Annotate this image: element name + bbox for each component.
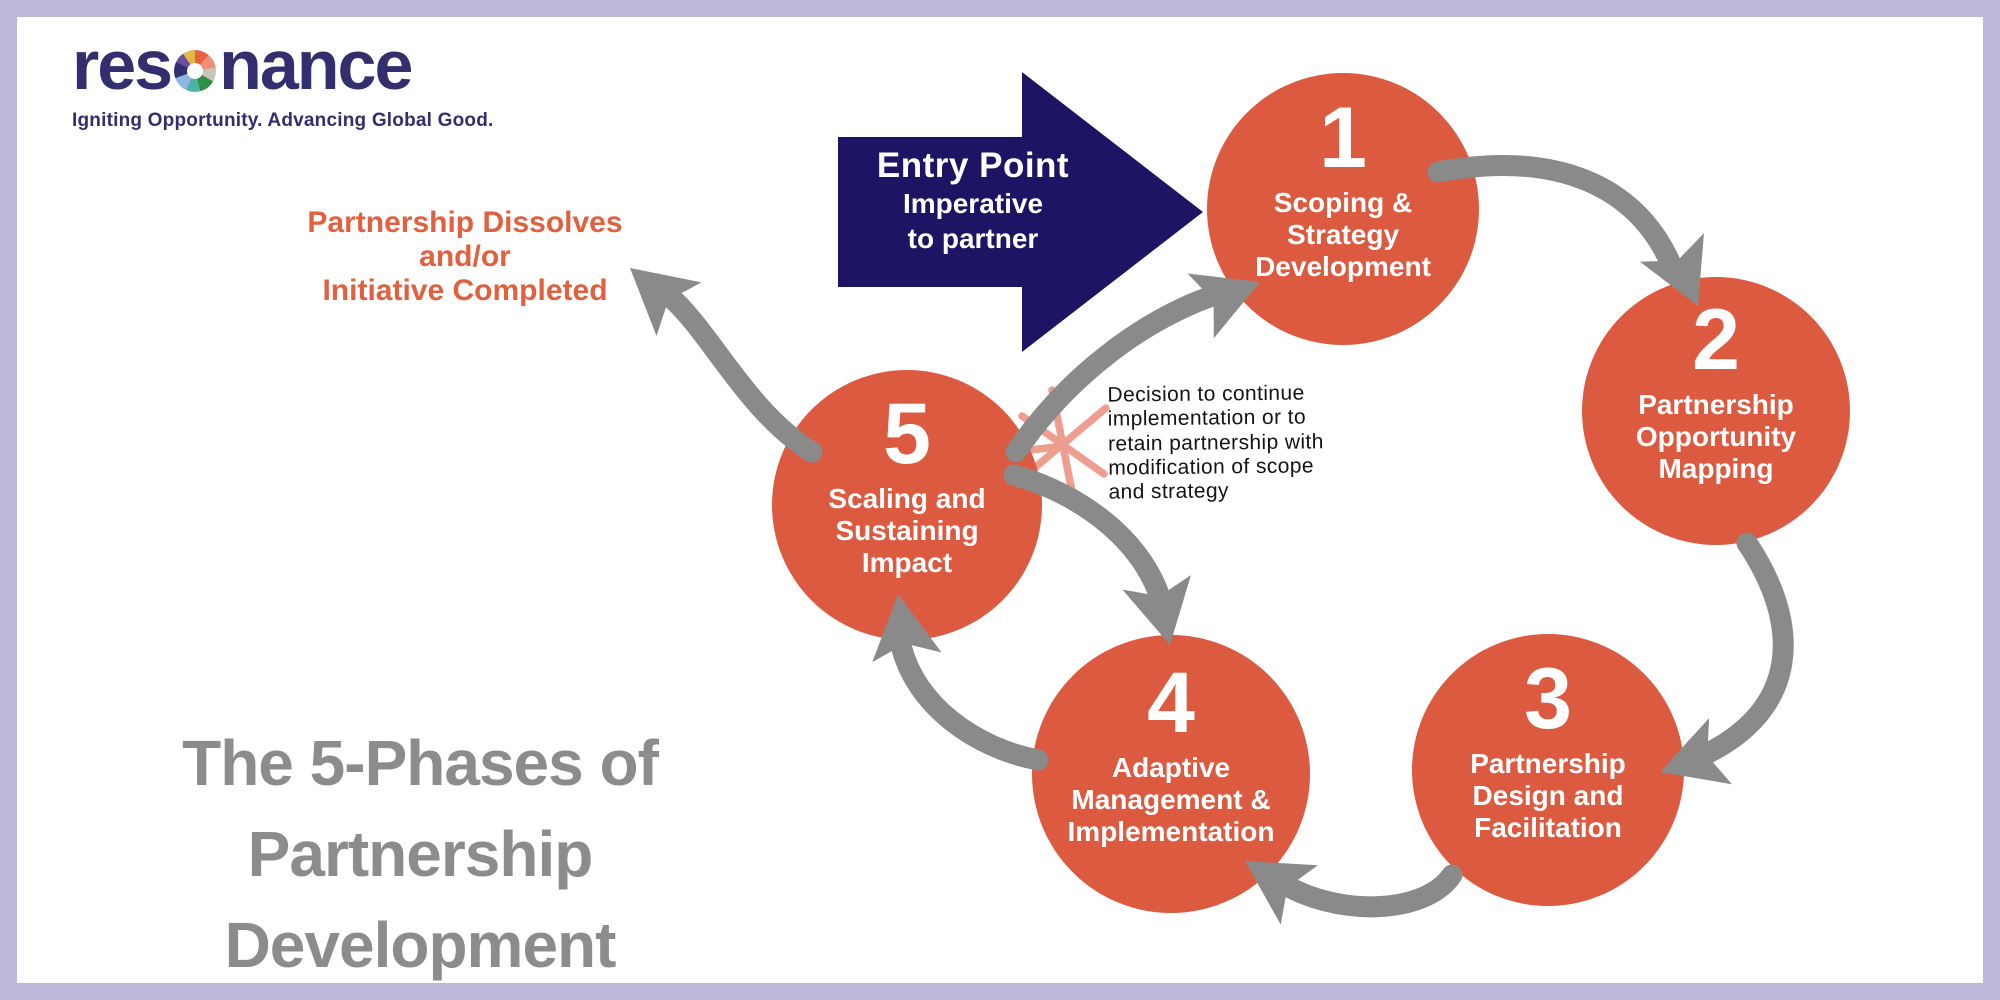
entry-point-subtitle: Imperative to partner (902, 188, 1044, 255)
phase-circle-4: 4 Adaptive Management & Implementation (1032, 635, 1310, 913)
entry-point-block: Entry Point Imperative to partner (833, 146, 1113, 256)
logo-tagline: Igniting Opportunity. Advancing Global G… (72, 110, 494, 131)
phase-label: Scoping & Strategy Development (1255, 187, 1431, 282)
phase-number: 5 (883, 385, 931, 482)
phase-number: 1 (1319, 89, 1367, 186)
logo-wordmark: res nance (72, 30, 632, 100)
decision-annotation: Decision to continue implementation or t… (1107, 381, 1324, 505)
logo-pinwheel-o-icon (174, 50, 217, 92)
phase-label: Partnership Opportunity Mapping (1635, 389, 1797, 484)
logo-text-post: nance (219, 26, 413, 104)
phase-number: 3 (1524, 650, 1572, 747)
phase-circle-1: 1 Scoping & Strategy Development (1207, 73, 1479, 345)
phase-label: Scaling and Sustaining Impact (828, 483, 986, 578)
resonance-logo: res nance Igniting Opportunity. Advancin… (72, 30, 632, 132)
partnership-dissolves-note: Partnership Dissolves and/or Initiative … (307, 206, 623, 307)
phase-label: Adaptive Management & Implementation (1067, 752, 1275, 847)
phase-circle-3: 3 Partnership Design and Facilitation (1412, 634, 1684, 906)
phase-circle-5: 5 Scaling and Sustaining Impact (772, 370, 1042, 640)
phase-label: Partnership Design and Facilitation (1470, 748, 1626, 843)
phase-number: 2 (1692, 291, 1740, 388)
phase-number: 4 (1147, 654, 1195, 751)
logo-text-pre: res (72, 26, 173, 104)
phase-circle-2: 2 Partnership Opportunity Mapping (1582, 277, 1850, 545)
entry-point-title: Entry Point (876, 146, 1070, 185)
diagram-title: The 5-Phases of Partnership Development (182, 727, 659, 981)
